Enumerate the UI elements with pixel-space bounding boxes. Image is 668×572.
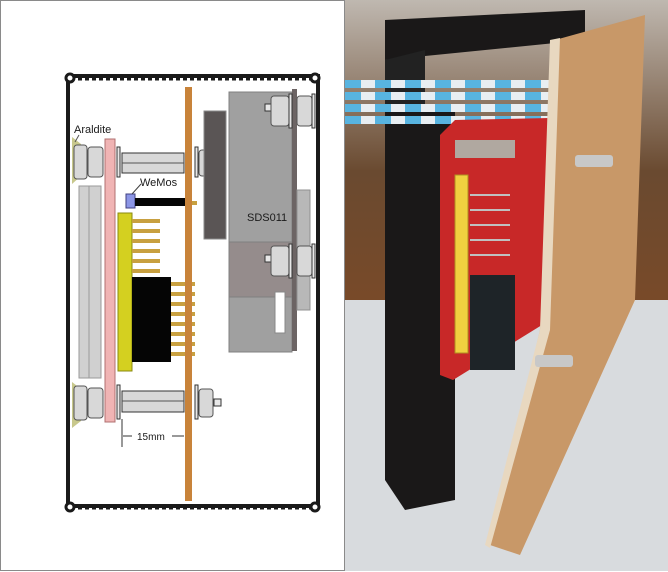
enclosure-outline bbox=[64, 72, 321, 513]
ribbon-cables bbox=[345, 80, 560, 124]
assembly-photo bbox=[345, 0, 668, 571]
dimension-15mm bbox=[121, 419, 184, 447]
header-pins-photo bbox=[470, 194, 510, 256]
sensor-fan-plate bbox=[203, 110, 227, 240]
main-pcb-photo bbox=[485, 15, 645, 555]
label-araldite: Araldite bbox=[74, 124, 111, 136]
wemos-chip bbox=[125, 193, 136, 209]
main-pcb bbox=[185, 87, 192, 501]
standoff-bottom bbox=[73, 384, 222, 421]
black-header-photo bbox=[470, 275, 515, 370]
sensor-mount-bottom bbox=[264, 243, 316, 279]
yellow-header-photo bbox=[454, 174, 469, 354]
wemos-cable bbox=[135, 198, 185, 206]
pink-board bbox=[104, 138, 116, 423]
yellow-header-pins bbox=[132, 219, 160, 273]
black-header bbox=[132, 277, 171, 362]
black-header-pins bbox=[171, 282, 195, 356]
left-rail bbox=[78, 185, 102, 379]
cross-section-diagram: Araldite WeMos SDS011 15mm bbox=[0, 0, 345, 571]
label-15mm: 15mm bbox=[137, 432, 165, 443]
label-wemos: WeMos bbox=[140, 177, 178, 189]
yellow-header bbox=[117, 212, 133, 372]
sensor-mount-top bbox=[264, 93, 316, 129]
label-sds011: SDS011 bbox=[247, 212, 287, 224]
screws-photo bbox=[535, 155, 613, 367]
standoff-top bbox=[73, 144, 222, 180]
